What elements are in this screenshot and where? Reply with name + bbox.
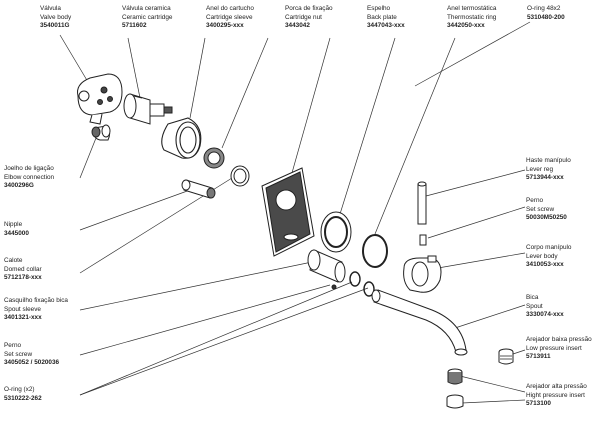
part-code: 5712178-xxx: [4, 274, 42, 282]
high-pressure-insert-part: [446, 368, 464, 409]
label-ceramic-cartridge: Válvula ceramica Ceramic cartridge 57116…: [122, 5, 172, 31]
label-domed-collar: Calote Domed collar 5712178-xxx: [4, 257, 42, 283]
elbow-connection-part: [91, 124, 111, 141]
label-cartridge-sleeve: Anel do cartucho Cartridge sleeve 340029…: [206, 5, 254, 31]
pt-name: O-ring 48x2: [527, 5, 561, 12]
pt-name: Válvula ceramica: [122, 5, 171, 12]
back-plate-part: [261, 167, 315, 257]
label-lever-reg: Haste manípulo Lever reg 5713944-xxx: [526, 157, 571, 183]
pt-name: Haste manípulo: [526, 157, 571, 164]
label-cartridge-nut: Porca de fixação Cartridge nut 3443042: [285, 5, 333, 31]
cartridge-sleeve-part: [161, 117, 202, 159]
spout-sleeve-part: [307, 249, 346, 283]
part-code: 3442050-xxx: [447, 22, 485, 30]
pt-name: Joelho de ligação: [4, 165, 54, 172]
pt-name: Espelho: [367, 5, 391, 12]
en-name: Cartridge nut: [285, 13, 322, 21]
en-name: Cartridge sleeve: [206, 13, 253, 21]
en-name: Set screw: [4, 350, 33, 358]
en-name: Lever body: [526, 252, 558, 260]
thermostatic-ring-part: [320, 211, 352, 253]
part-code: 3445000: [4, 229, 29, 237]
label-set-screw-left: Perno Set screw 3405052 / 5020036: [4, 342, 59, 368]
pt-name: Porca de fixação: [285, 5, 333, 12]
en-name: Back plate: [367, 13, 397, 21]
pt-name: Anel termostática: [447, 5, 497, 12]
en-name: Elbow connection: [4, 173, 55, 181]
pt-name: Bica: [526, 294, 539, 301]
spout-part: [371, 289, 468, 356]
pt-name: O-ring (x2): [4, 386, 35, 393]
pt-name: Anel do cartucho: [206, 5, 254, 12]
pt-name: Casquilho fixação bica: [4, 297, 68, 304]
valve-body-part: [77, 73, 123, 125]
pt-name: Perno: [4, 342, 22, 349]
pt-name: Arejador baixa pressão: [526, 336, 592, 343]
en-name: Thermostatic ring: [447, 13, 497, 21]
set-screw-left-part: [331, 284, 337, 290]
en-name: Ceramic cartridge: [122, 13, 173, 21]
label-spout: Bica Spout 3330074-xxx: [526, 294, 564, 320]
label-high-pressure-insert: Arejador alta pressão Hight pressure ins…: [526, 383, 587, 409]
part-code: 5713100: [526, 400, 551, 408]
lever-reg-part: [417, 181, 427, 225]
label-low-pressure-insert: Arejador baixa pressão Low pressure inse…: [526, 336, 592, 362]
o-rings-x2-part: [349, 271, 375, 297]
part-code: 3405052 / 5020036: [4, 359, 60, 367]
en-name: Spout: [526, 302, 543, 310]
label-lever-body: Corpo manípulo Lever body 3410053-xxx: [526, 244, 571, 270]
low-pressure-insert-part: [498, 348, 514, 365]
ceramic-cartridge-part: [123, 93, 173, 125]
nipple-part: [181, 179, 216, 199]
part-code: 3401321-xxx: [4, 314, 42, 322]
en-name: Low pressure insert: [526, 344, 582, 352]
en-name: Set screw: [526, 205, 555, 213]
part-code: 5713944-xxx: [526, 174, 564, 182]
cartridge-nut-part: [203, 147, 225, 169]
label-spout-sleeve: Casquilho fixação bica Spout sleeve 3401…: [4, 297, 68, 323]
part-code: 3400296G: [4, 182, 34, 190]
en-name: Spout sleeve: [4, 305, 41, 313]
part-code: 3443042: [285, 22, 310, 30]
domed-collar-part: [230, 165, 250, 187]
pt-name: Válvula: [40, 5, 61, 12]
en-name: Hight pressure insert: [526, 391, 585, 399]
pt-name: Nipple: [4, 221, 23, 228]
o-ring-48-part: [362, 234, 388, 268]
part-code: 5711602: [122, 22, 147, 30]
part-code: 50030M50250: [526, 214, 567, 222]
leader-lines: [59, 21, 531, 404]
label-o-ring-x2: O-ring (x2) 5310222-262: [4, 386, 42, 403]
lever-body-part: [403, 255, 442, 293]
part-code: 5310480-200: [527, 13, 565, 21]
part-code: 3330074-xxx: [526, 311, 564, 319]
label-set-screw-right: Perno Set screw 50030M50250: [526, 197, 567, 223]
label-elbow-connection: Joelho de ligação Elbow connection 34002…: [4, 165, 54, 191]
set-screw-right-part: [419, 234, 427, 246]
part-code: 5310222-262: [4, 394, 42, 402]
pt-name: Arejador alta pressão: [526, 383, 587, 390]
label-nipple: Nipple 3445000: [4, 221, 29, 238]
label-o-ring-48: O-ring 48x2 5310480-200: [527, 5, 565, 22]
en-name: Valve body: [40, 13, 72, 21]
part-code: 3447043-xxx: [367, 22, 405, 30]
label-back-plate: Espelho Back plate 3447043-xxx: [367, 5, 405, 31]
en-name: Domed collar: [4, 265, 42, 273]
pt-name: Perno: [526, 197, 544, 204]
part-code: 3410053-xxx: [526, 261, 564, 269]
part-code: 5713911: [526, 353, 551, 361]
label-valve-body: Válvula Valve body 3540011G: [40, 5, 71, 31]
part-code: 3540011G: [40, 22, 70, 30]
en-name: Lever reg: [526, 165, 553, 173]
pt-name: Calote: [4, 257, 23, 264]
label-thermostatic-ring: Anel termostática Thermostatic ring 3442…: [447, 5, 496, 31]
part-code: 3400295-xxx: [206, 22, 244, 30]
pt-name: Corpo manípulo: [526, 244, 572, 251]
